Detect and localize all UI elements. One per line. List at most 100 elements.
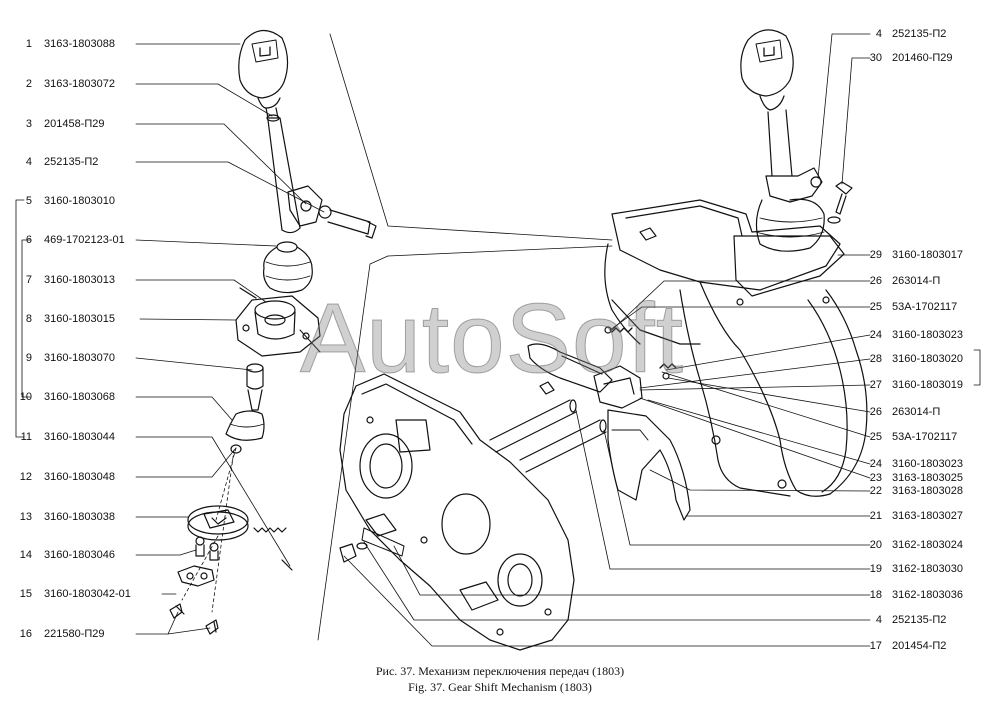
part-number: 24 [869,458,882,470]
part-code: 3160-1803068 [44,391,115,403]
lever-rod-left [265,107,377,239]
part-code: 252135-П2 [892,28,947,40]
part-code: 469-1702123-01 [44,234,125,246]
part-number: 21 [869,510,882,522]
selector-forks [527,326,691,521]
part-code: 252135-П2 [44,156,99,168]
part-number: 26 [869,275,882,287]
part-code: 3162-1803030 [892,563,963,575]
part-number: 9 [25,352,32,364]
selector-shaft-left [225,363,265,454]
part-label-left: 5 3160-1803010 [10,195,115,208]
part-label-right: 20 3162-1803024 [866,539,963,552]
part-label-left: 15 3160-1803042-01 [10,588,131,601]
part-number: 27 [869,379,882,391]
part-number: 28 [869,353,882,365]
part-number: 18 [869,589,882,601]
part-number: 25 [869,301,882,313]
spring-left [253,527,293,571]
front-cover-plate [339,373,575,651]
lever-support-housing-left [235,287,321,357]
part-label-left: 4 252135-П2 [10,156,99,169]
bolt-right [827,181,853,224]
part-label-left: 3 201458-П29 [10,118,105,131]
part-code: 3160-1803023 [892,329,963,341]
part-number: 10 [19,391,32,403]
part-code: 3160-1803010 [44,195,115,207]
part-number: 8 [25,313,32,325]
part-number: 3 [25,118,32,130]
lever-knob-right [740,29,794,111]
part-code: 3160-1803019 [892,379,963,391]
part-number: 24 [869,329,882,341]
part-number: 19 [869,563,882,575]
part-label-right: 26 263014-П [866,275,941,288]
part-number: 20 [869,539,882,551]
part-label-left: 9 3160-1803070 [10,352,115,365]
part-number: 23 [869,472,882,484]
part-number: 22 [869,485,882,497]
part-code: 3163-1803025 [892,472,963,484]
part-code: 201460-П29 [892,52,953,64]
part-code: 3163-1803028 [892,485,963,497]
part-number: 17 [869,640,882,652]
part-label-left: 10 3160-1803068 [10,391,115,404]
part-code: 3163-1803072 [44,78,115,90]
part-label-right: 29 3160-1803017 [866,249,963,262]
part-label-right: 18 3162-1803036 [866,589,963,602]
part-number: 25 [869,431,882,443]
part-label-right: 17 201454-П2 [866,640,947,653]
part-number: 15 [19,588,32,600]
part-number: 29 [869,249,882,261]
part-label-left: 13 3160-1803038 [10,511,115,524]
part-code: 3160-1803048 [44,471,115,483]
part-number: 4 [25,156,32,168]
part-number: 5 [25,195,32,207]
selector-rods [489,399,607,473]
gearbox-case [604,199,868,497]
part-number: 6 [25,234,32,246]
caption-ru: Рис. 37. Механизм переключения передач (… [375,664,625,678]
part-number: 30 [869,52,882,64]
leader-lines-right [317,33,981,647]
part-code: 53А-1702117 [892,301,958,313]
part-label-right: 4 252135-П2 [866,28,947,41]
part-number: 2 [25,78,32,90]
part-label-right: 30 201460-П29 [866,52,953,65]
part-number: 4 [875,28,882,40]
part-code: 3162-1803036 [892,589,963,601]
part-code: 3160-1803042-01 [44,588,131,600]
part-number: 7 [25,274,32,286]
part-code: 3160-1803044 [44,431,115,443]
part-label-right: 25 53А-1702117 [866,301,958,314]
part-code: 3162-1803024 [892,539,963,551]
part-code: 3160-1803046 [44,549,115,561]
part-code: 3160-1803038 [44,511,115,523]
part-number: 13 [19,511,32,523]
part-label-right: 24 3160-1803023 [866,329,963,342]
leader-lines-left [15,43,325,635]
part-code: 3160-1803070 [44,352,115,364]
watermark: AutoSoft [300,283,684,393]
lever-rod-right [755,109,825,252]
part-code: 3160-1803017 [892,249,963,261]
part-code: 201458-П29 [44,118,105,130]
part-code: 263014-П [892,275,941,287]
part-code: 201454-П2 [892,640,947,652]
part-label-left: 2 3163-1803072 [10,78,115,91]
part-label-right: 27 3160-1803019 [866,379,963,392]
part-code: 3163-1803027 [892,510,963,522]
